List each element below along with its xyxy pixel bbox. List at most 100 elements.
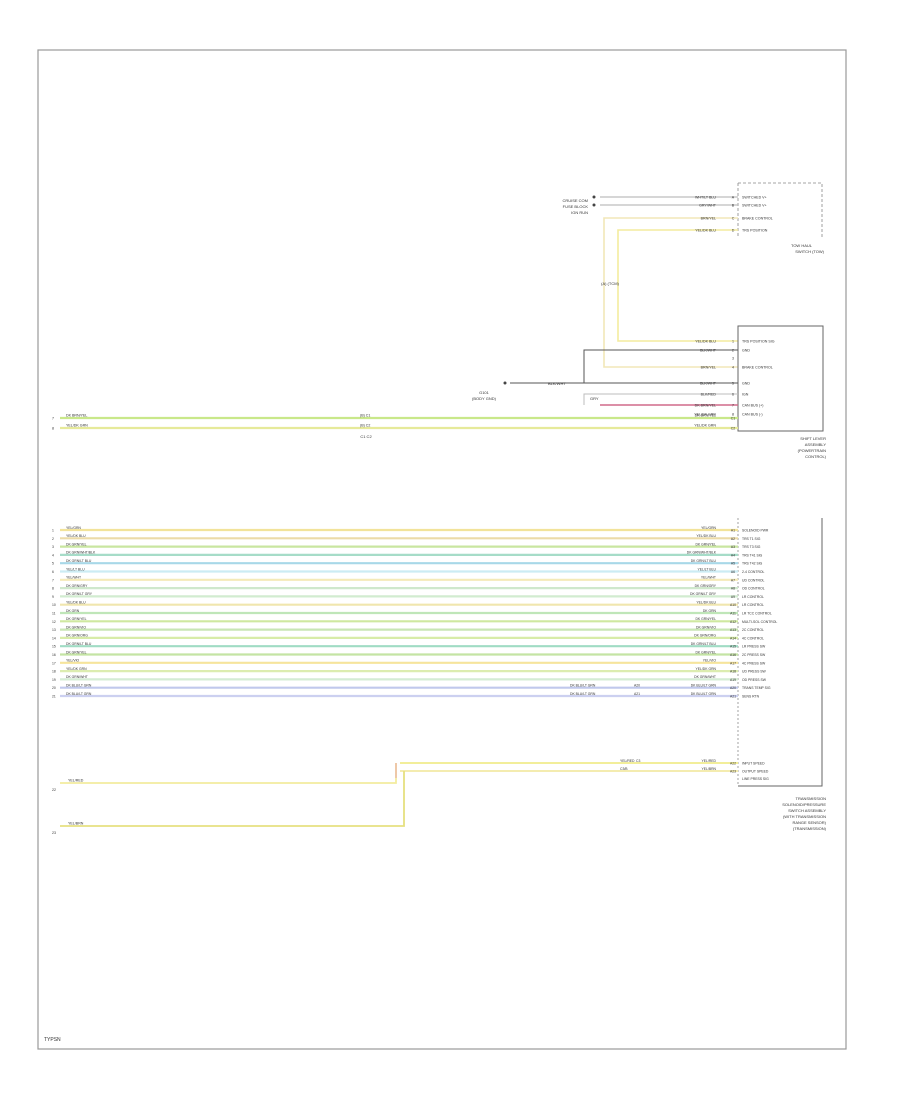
bottom-label-right: DK GRN/WHT <box>694 675 716 679</box>
bottom-label-left: YEL/DK GRN <box>66 667 87 671</box>
top-connector-group: CRUISE COM FUSE BLOCK IGN RUN (A) (TCM) … <box>562 182 825 368</box>
bottom-num: 20 <box>52 686 56 690</box>
bottom-label-left: YEL/DK BLU <box>66 534 86 538</box>
bottom-func: UD PRESS SW <box>742 670 767 674</box>
bottom-num: 3 <box>52 545 54 549</box>
extra-pin: A22 <box>730 762 736 766</box>
can-num: 8 <box>52 427 54 431</box>
mid-module-box <box>737 325 824 432</box>
mid-gnd-wire <box>510 349 738 384</box>
bottom-label-right: YEL/LT BLU <box>697 567 716 571</box>
bottom-label-left: YEL/GRN <box>66 526 81 530</box>
mid-pin: 4 <box>732 366 734 370</box>
bottom-pin: A6 <box>731 570 735 574</box>
bottom-num: 18 <box>52 670 56 674</box>
mid-wire-label: BLK/WHT <box>700 382 717 386</box>
bottom-func: SENS RTN <box>742 695 760 699</box>
top-func: SWITCHED V+ <box>742 196 767 200</box>
bottom-label-left: YEL/DK BLU <box>66 601 86 605</box>
mid-wire-label: DK BRN/YEL <box>695 404 716 408</box>
can-label-left: DK BRN/YEL <box>66 414 87 418</box>
bottom-caption-line: TRANSMISSION <box>796 796 827 801</box>
bottom-label-right: YEL/VIO <box>703 659 717 663</box>
bottom-func: 2-4 CONTROL <box>742 570 765 574</box>
bottom-label-left: DK GRN/YEL <box>66 542 87 546</box>
bottom-func: LR PRESS SW <box>742 645 766 649</box>
can-under-label: C1 C2 <box>360 434 372 439</box>
top-wire-label: YEL/DK BLU <box>695 229 716 233</box>
extra-func: OUTPUT SPEED <box>742 770 769 774</box>
bottom-module-outline <box>738 518 823 787</box>
extra-func: INPUT SPEED <box>742 762 765 766</box>
bottom-label-left: YEL/WHT <box>66 576 81 580</box>
bottom-pin: A5 <box>731 562 735 566</box>
extra-label: YEL/BRN <box>701 767 716 771</box>
bottom-pin: A15 <box>730 645 736 649</box>
bottom-num: 7 <box>52 578 54 582</box>
bottom-mid-label: DK BLU/LT GRN <box>570 684 596 688</box>
bottom-num: 13 <box>52 628 56 632</box>
page-border <box>37 49 847 1050</box>
splice-label: (A) (TCM) <box>601 281 619 286</box>
bottom-label-right: YEL/DK GRN <box>695 667 716 671</box>
bottom-label-right: DK BLU/LT GRN <box>691 684 717 688</box>
bottom-num: 12 <box>52 620 56 624</box>
bottom-num: 4 <box>52 553 54 557</box>
bottom-num: 21 <box>52 695 56 699</box>
top-wire-label: WHT/LT BLU <box>695 196 716 200</box>
mid-func: BRAKE CONTROL <box>742 366 773 370</box>
mid-caption-3: (POWERTRAIN <box>798 448 826 453</box>
bottom-num: 17 <box>52 661 56 665</box>
mid-gray-wire <box>583 393 738 405</box>
bottom-func: 4C PRESS SW <box>742 661 766 665</box>
bottom-label-right: DK GRN/WHT/BLK <box>687 551 717 555</box>
bottom-num: 6 <box>52 570 54 574</box>
mid-pin: 5 <box>732 382 734 386</box>
mid-pin: 1 <box>732 340 734 344</box>
bottom-label-right: DK GRN/LT GRY <box>690 592 717 596</box>
can-label-right: YEL/DK GRN <box>694 424 716 428</box>
bottom-label-right: DK GRN/YEL <box>695 617 716 621</box>
bottom-pin: A10 <box>730 603 736 607</box>
can-pin: C1 <box>731 417 736 421</box>
mid-func: GND <box>742 349 750 353</box>
mid-pin: 2 <box>732 349 734 353</box>
bottom-num: 8 <box>52 587 54 591</box>
bottom-label-right: DK GRN <box>703 609 717 613</box>
top-wire-c <box>603 217 738 368</box>
extra-mid-pin: C3 <box>636 759 640 763</box>
bottom-num: 5 <box>52 562 54 566</box>
ref-label-1: CRUISE COM <box>562 198 588 203</box>
bottom-caption-line: (TRANSMISSION) <box>793 826 827 831</box>
bottom-label-right: DK BLU/LT GRN <box>691 692 717 696</box>
loose-wire-2 <box>60 771 405 827</box>
bottom-func: TRS T3 SIG <box>742 545 761 549</box>
bottom-mid-pin: A20 <box>634 684 640 688</box>
mid-caption-1: SHIFT LEVER <box>800 436 826 441</box>
extra-pin: A23 <box>730 770 736 774</box>
mid-caption-2: ASSEMBLY <box>805 442 827 447</box>
top-func: SWITCHED V+ <box>742 204 767 208</box>
top-wire-d <box>617 229 738 342</box>
loose-num: 22 <box>52 788 56 792</box>
bottom-pin: A2 <box>731 537 735 541</box>
bottom-label-right: YEL/DK BLU <box>696 601 716 605</box>
bottom-pin: A14 <box>730 636 736 640</box>
can-mid: (B) C1 <box>360 414 370 418</box>
bottom-pin: A17 <box>730 661 736 665</box>
bottom-num: 19 <box>52 678 56 682</box>
bottom-label-right: DK GRN/VIO <box>696 625 716 629</box>
bottom-pin: A11 <box>730 612 736 616</box>
top-module-outline <box>737 182 823 238</box>
can-mid: (B) C2 <box>360 424 370 428</box>
bottom-label-right: YEL/WHT <box>701 576 716 580</box>
bottom-pin: A3 <box>731 545 735 549</box>
bottom-caption-line: SOLENOID/PRESSURE <box>782 802 826 807</box>
bottom-label-right: YEL/GRN <box>701 526 716 530</box>
bottom-func: SOLENOID PWR <box>742 529 769 533</box>
bottom-func: LR CONTROL <box>742 603 764 607</box>
